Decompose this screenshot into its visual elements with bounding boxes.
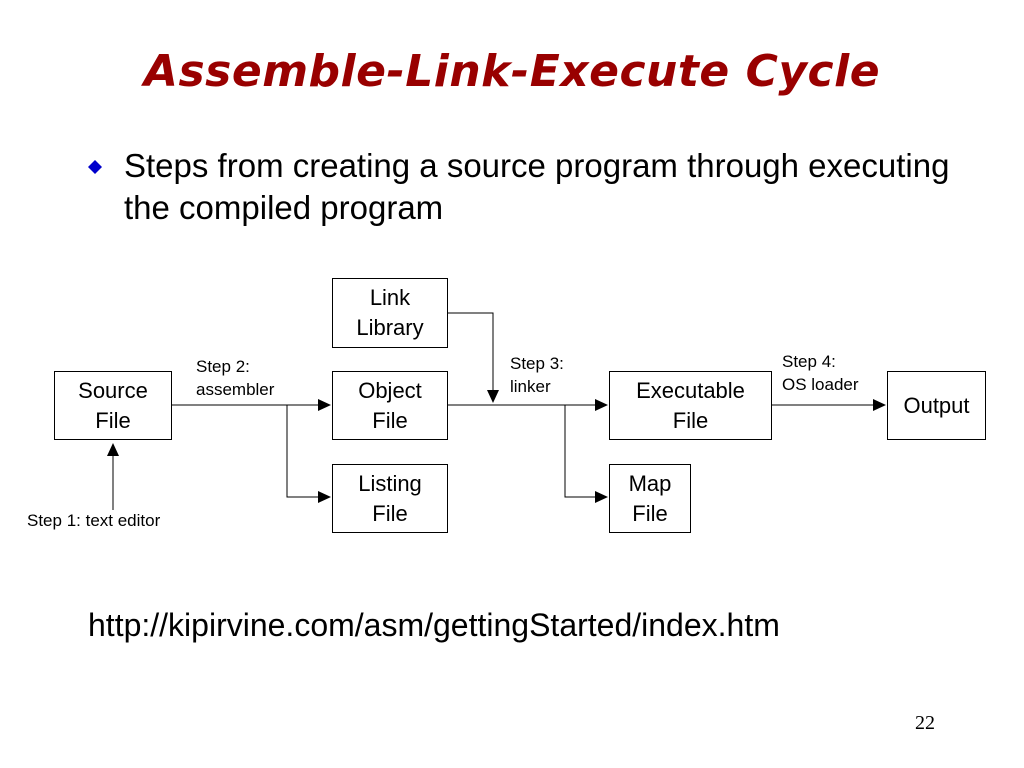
arrowhead-source [107,443,119,456]
page-number: 22 [915,712,935,734]
map-file-box: Map File [609,464,691,533]
slide-title: Assemble-Link-Execute Cycle [143,46,881,97]
diamond-bullet-icon [88,160,102,174]
arrowhead-object [318,399,331,411]
link-library-label: Link Library [356,285,424,340]
listing-file-label: Listing File [358,470,422,526]
step1-label: Step 1: text editor [27,511,161,530]
arrow-assembler-to-listing [286,405,318,498]
arrowhead-executable [595,399,608,411]
arrow-library-to-linker [448,312,494,390]
arrowhead-output [873,399,886,411]
source-file-box: Source File [54,371,172,440]
object-file-box: Object File [332,371,448,440]
arrowhead-listing [318,491,331,503]
object-file-label: Object File [358,377,422,433]
link-library-box: Link Library [332,278,448,348]
url-text: http://kipirvine.com/asm/gettingStarted/… [88,607,780,643]
output-box: Output [887,371,986,440]
arrowhead-linker [487,390,499,403]
source-file-label: Source File [78,377,148,433]
step3-label: Step 3: linker [510,354,564,396]
arrowhead-map [595,491,608,503]
executable-file-label: Executable File [636,377,745,433]
step2-label: Step 2: assembler [196,357,275,399]
map-file-label: Map File [628,470,672,526]
bullet-text: Steps from creating a source program thr… [124,147,950,226]
step4-label: Step 4: OS loader [782,352,859,394]
listing-file-box: Listing File [332,464,448,533]
executable-file-box: Executable File [609,371,772,440]
output-label: Output [903,392,970,418]
arrow-linker-to-map [564,405,595,498]
